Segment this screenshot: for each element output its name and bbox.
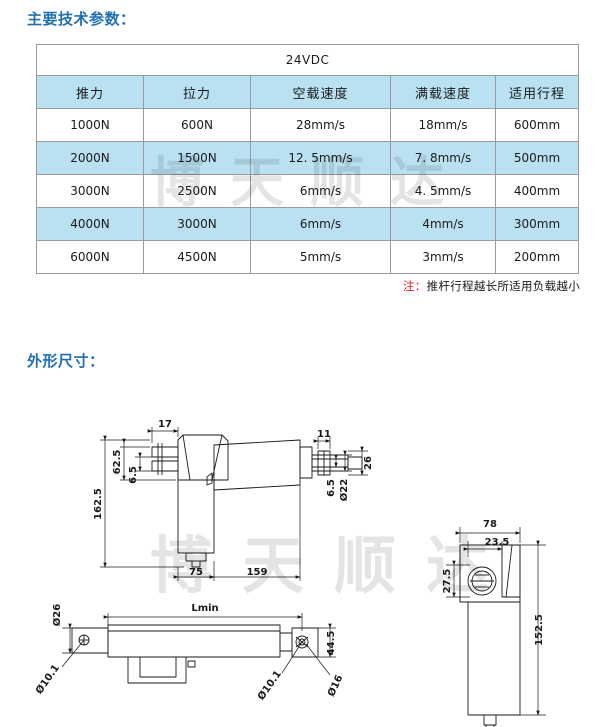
cell-noload-speed: 12. 5mm/s (250, 141, 391, 175)
actuator-front-view (459, 544, 521, 727)
page-title-dimensions: 外形尺寸： (27, 352, 105, 370)
cell-noload-speed: 6mm/s (250, 174, 391, 208)
cell-push-force: 6000N (36, 240, 144, 274)
cell-push-force: 3000N (36, 174, 144, 208)
footnote-label: 注： (402, 279, 427, 293)
dim-label-75: 75 (189, 567, 203, 578)
cell-pull-force: 600N (143, 108, 251, 142)
dim-label-152-5: 152.5 (534, 614, 545, 646)
dimension-drawing-container: 17 11 162.5 62.5 6.5 75 159 6.5 Ø22 26 Ø… (0, 385, 610, 727)
cell-stroke: 300mm (494, 207, 580, 241)
table-row: 4000N 3000N 6mm/s 4mm/s 300mm (36, 207, 580, 241)
column-header-fullload-speed: 满载速度 (390, 75, 496, 109)
table-row: 1000N 600N 28mm/s 18mm/s 600mm (36, 108, 580, 142)
dim-label-23-5: 23.5 (485, 537, 510, 548)
dim-label-6-5-left: 6.5 (128, 466, 139, 484)
actuator-dimension-drawing: 17 11 162.5 62.5 6.5 75 159 6.5 Ø22 26 Ø… (33, 419, 546, 727)
dim-label-dia-16: Ø16 (325, 673, 345, 698)
dim-label-dia-22: Ø22 (338, 479, 350, 501)
cell-pull-force: 1500N (143, 141, 251, 175)
footnote-text: 推杆行程越长所适用负载越小 (426, 279, 580, 293)
cell-fullload-speed: 7. 8mm/s (390, 141, 496, 175)
column-header-push-force: 推力 (36, 75, 144, 109)
dim-label-159: 159 (247, 567, 268, 578)
column-header-pull-force: 拉力 (143, 75, 251, 109)
cell-stroke: 600mm (494, 108, 580, 142)
cell-noload-speed: 5mm/s (250, 240, 391, 274)
technical-parameters-table: 24VDC 推力 拉力 空载速度 满载速度 适用行程 1000N 600N 28… (35, 44, 580, 274)
cell-stroke: 500mm (494, 141, 580, 175)
table-row: 2000N 1500N 12. 5mm/s 7. 8mm/s 500mm (36, 141, 580, 175)
cell-pull-force: 4500N (143, 240, 251, 274)
table-voltage-row: 24VDC (35, 44, 580, 76)
dim-label-62-5: 62.5 (112, 450, 123, 475)
cell-pull-force: 2500N (143, 174, 251, 208)
top-view-dimensions (61, 613, 336, 676)
front-view-dimensions (446, 527, 546, 716)
voltage-title-cell: 24VDC (35, 44, 580, 76)
table-footnote: 注：推杆行程越长所适用负载越小 (403, 278, 580, 294)
cell-pull-force: 3000N (143, 207, 251, 241)
cell-push-force: 4000N (36, 207, 144, 241)
dim-label-27-5: 27.5 (442, 569, 453, 594)
cell-noload-speed: 6mm/s (250, 207, 391, 241)
dim-label-17: 17 (158, 419, 172, 430)
dim-label-11: 11 (317, 429, 331, 440)
table-row: 6000N 4500N 5mm/s 3mm/s 200mm (36, 240, 580, 274)
cell-fullload-speed: 18mm/s (390, 108, 496, 142)
dim-label-78: 78 (483, 519, 497, 530)
dim-label-dia-26: Ø26 (51, 604, 63, 626)
cell-fullload-speed: 4mm/s (390, 207, 496, 241)
cell-stroke: 400mm (494, 174, 580, 208)
cell-noload-speed: 28mm/s (250, 108, 391, 142)
actuator-side-view (151, 434, 363, 568)
table-header-row: 推力 拉力 空载速度 满载速度 适用行程 (36, 75, 580, 109)
dim-label-lmin: Lmin (191, 603, 218, 614)
cell-stroke: 200mm (494, 240, 580, 274)
cell-push-force: 2000N (36, 141, 144, 175)
page-title-specs: 主要技术参数： (27, 10, 136, 28)
spec-table-container: 24VDC 推力 拉力 空载速度 满载速度 适用行程 1000N 600N 28… (35, 44, 580, 274)
dim-label-162-5: 162.5 (93, 488, 104, 520)
actuator-top-view (71, 624, 319, 684)
cell-push-force: 1000N (36, 108, 144, 142)
dim-label-26: 26 (363, 456, 374, 470)
cell-fullload-speed: 3mm/s (390, 240, 496, 274)
column-header-stroke: 适用行程 (494, 75, 580, 109)
column-header-noload-speed: 空载速度 (250, 75, 391, 109)
dim-label-6-5-right: 6.5 (326, 479, 337, 497)
dim-label-dia-10-1-left: Ø10.1 (33, 662, 62, 696)
cell-fullload-speed: 4. 5mm/s (390, 174, 496, 208)
side-view-dimensions (100, 427, 368, 581)
dim-label-dia-10-1-right: Ø10.1 (255, 668, 284, 702)
table-row: 3000N 2500N 6mm/s 4. 5mm/s 400mm (36, 174, 580, 208)
dim-label-44-5: 44.5 (326, 631, 337, 656)
